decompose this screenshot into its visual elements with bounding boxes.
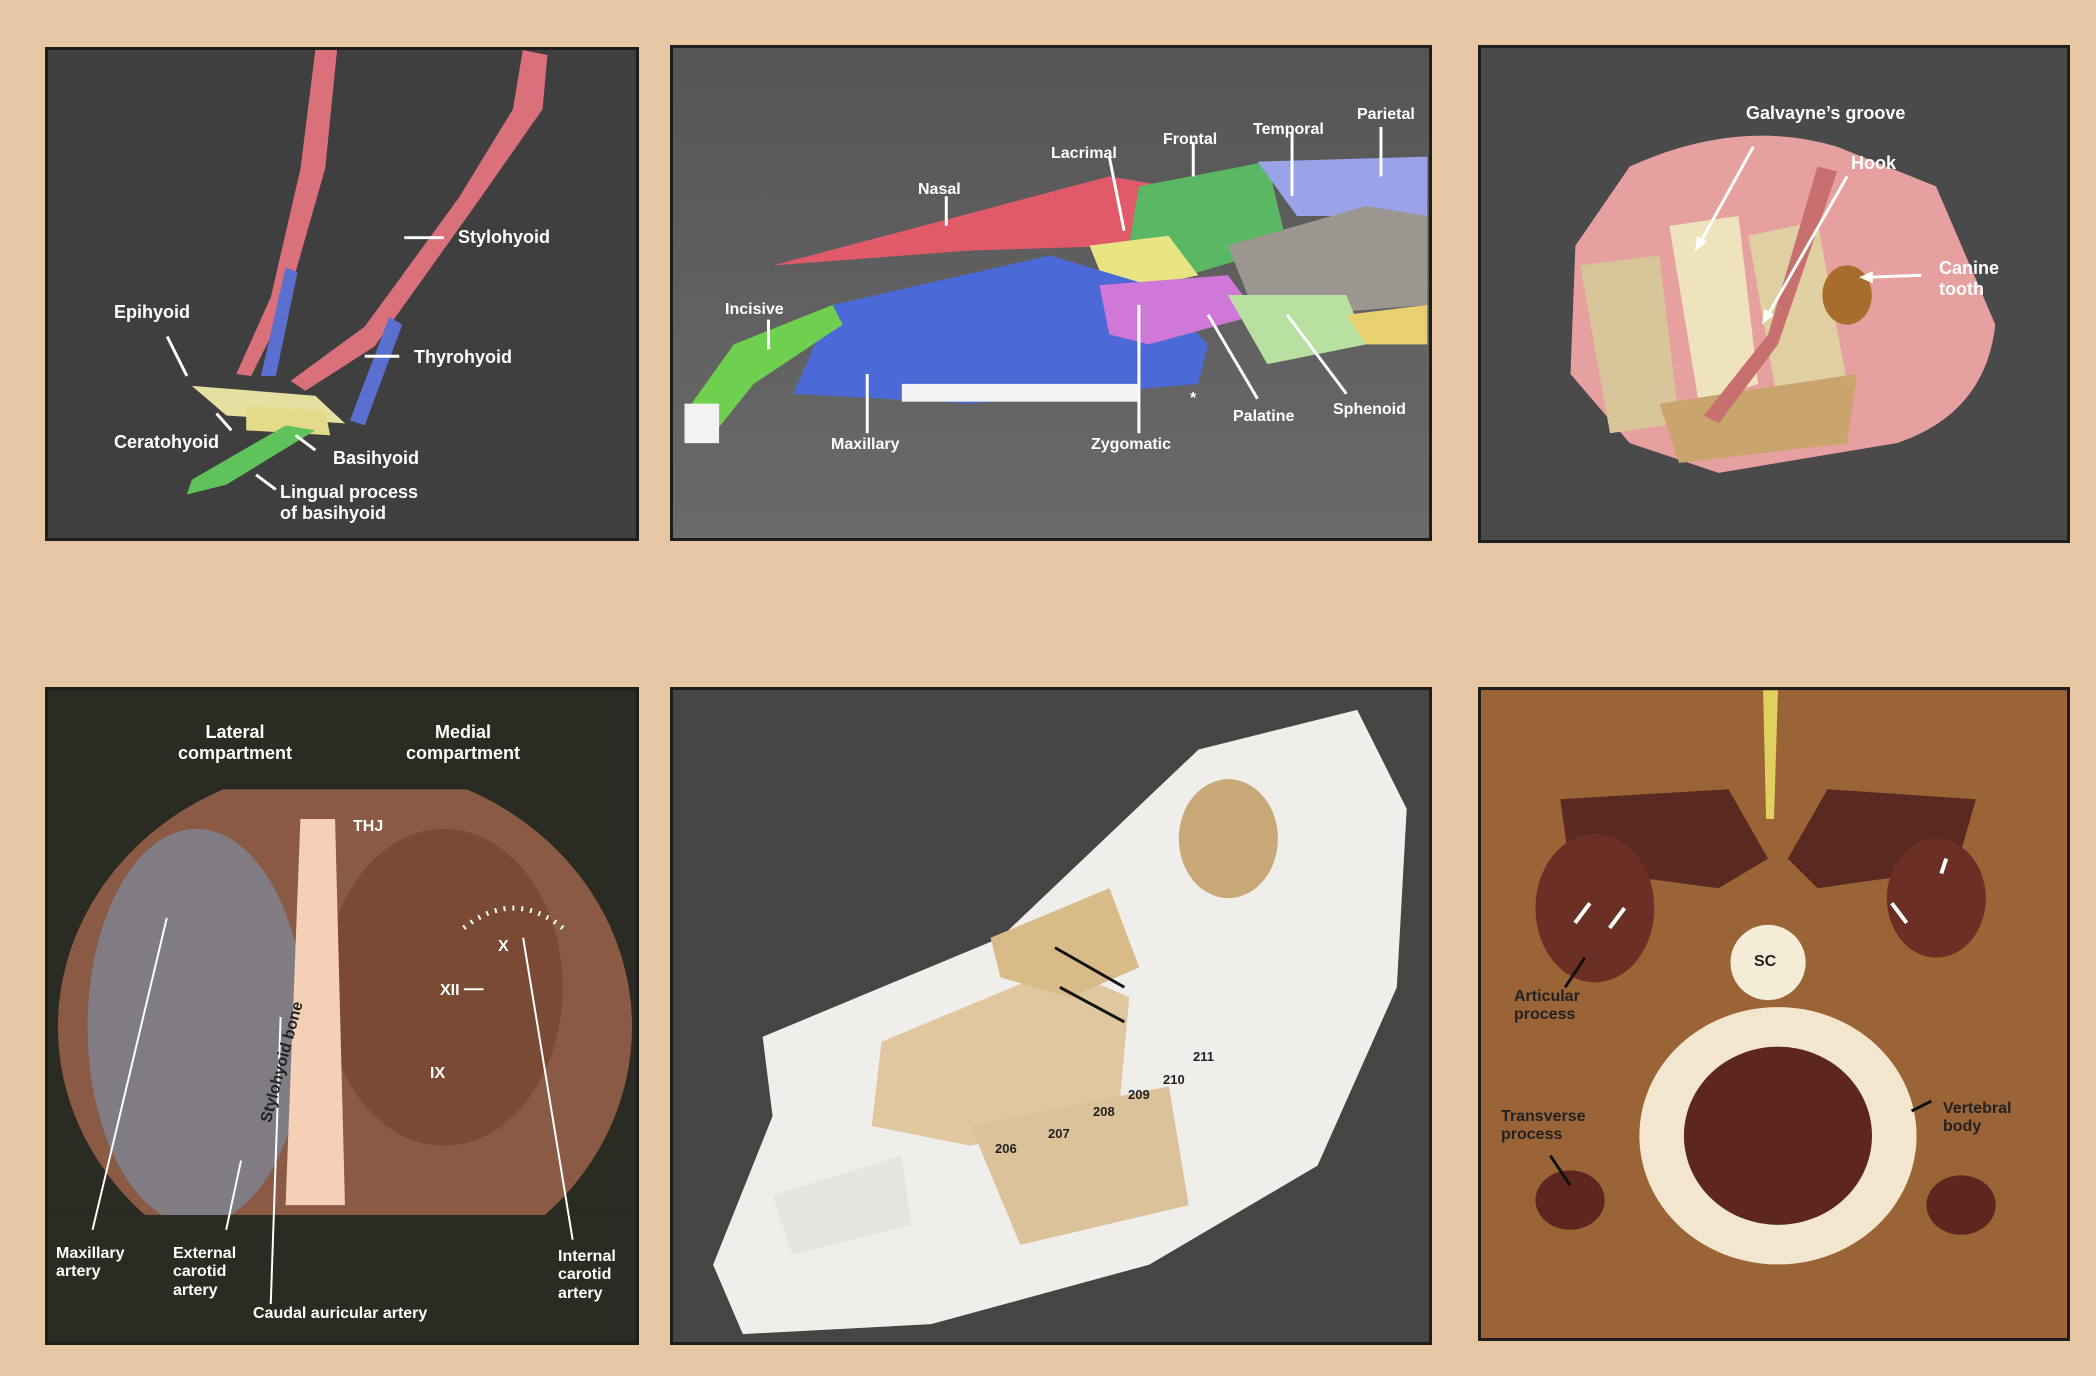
tooth-number-210: 210 (1163, 1072, 1185, 1087)
label-ceratohyoid: Ceratohyoid (114, 432, 220, 452)
label-frontal: Frontal (1163, 131, 1218, 148)
skull-teeth-panel: 206 207 208 209 210 211 (670, 687, 1432, 1345)
label-palatine: Palatine (1233, 408, 1295, 425)
label-epihyoid: Epihyoid (114, 302, 190, 322)
label-lacrimal: Lacrimal (1051, 145, 1117, 162)
label-canine-tooth: Canine tooth (1939, 258, 2000, 299)
label-incisive: Incisive (725, 301, 784, 318)
tooth-number-206: 206 (995, 1141, 1017, 1156)
label-xii: XII (440, 982, 460, 999)
label-temporal: Temporal (1253, 121, 1324, 138)
label-parietal: Parietal (1357, 106, 1415, 123)
label-galvaynes-groove: Galvayne’s groove (1746, 103, 1906, 123)
label-maxillary-artery: Maxillary artery (56, 1245, 125, 1281)
teeth-photo (1570, 135, 1996, 473)
tooth-number-211: 211 (1193, 1049, 1214, 1064)
label-lingual-process: Lingual process of basihyoid (280, 482, 419, 523)
guttural-endoscopy-photo (48, 690, 636, 1342)
label-asterisk: * (1190, 390, 1197, 407)
tooth-number-208: 208 (1093, 1104, 1115, 1119)
vertebra-panel: SC Articular process Transverse process … (1478, 687, 2070, 1341)
label-thyrohyoid: Thyrohyoid (414, 347, 512, 367)
label-nasal: Nasal (918, 181, 961, 198)
vertebra-photo (1481, 690, 2067, 1338)
label-ix: IX (430, 1065, 446, 1082)
label-caudal-auricular-artery: Caudal auricular artery (253, 1305, 428, 1322)
label-thj: THJ (353, 818, 384, 835)
label-maxillary: Maxillary (831, 436, 900, 453)
label-external-carotid-artery: External carotid artery (173, 1245, 237, 1299)
tooth-number-209: 209 (1128, 1087, 1150, 1102)
skull-bones-illustration (684, 127, 1428, 444)
label-articular-process: Articular process (1514, 988, 1580, 1024)
skull-photo (713, 709, 1407, 1335)
hyoid-panel: Stylohyoid Epihyoid Thyrohyoid Ceratohyo… (45, 47, 639, 541)
label-vertebral-body: Vertebral body (1943, 1100, 2012, 1136)
label-medial-compartment: Medial compartment (406, 722, 521, 763)
label-transverse-process: Transverse process (1501, 1108, 1586, 1144)
label-hook: Hook (1851, 153, 1896, 173)
label-sphenoid: Sphenoid (1333, 401, 1406, 418)
label-basihyoid: Basihyoid (333, 448, 420, 468)
skull-bones-panel: Parietal Temporal Frontal Lacrimal Nasal… (670, 45, 1432, 541)
label-zygomatic: Zygomatic (1091, 436, 1172, 453)
tooth-number-207: 207 (1048, 1126, 1070, 1141)
guttural-panel: Lateral compartment Medial compartment T… (45, 687, 639, 1345)
hyoid-illustration (165, 50, 548, 495)
label-lateral-compartment: Lateral compartment (178, 722, 293, 763)
label-stylohyoid: Stylohyoid (458, 227, 551, 247)
teeth-panel: Galvayne’s groove Hook Canine tooth (1478, 45, 2070, 543)
label-internal-carotid-artery: Internal carotid artery (558, 1248, 616, 1302)
label-sc: SC (1754, 953, 1777, 970)
label-x: X (498, 938, 509, 955)
